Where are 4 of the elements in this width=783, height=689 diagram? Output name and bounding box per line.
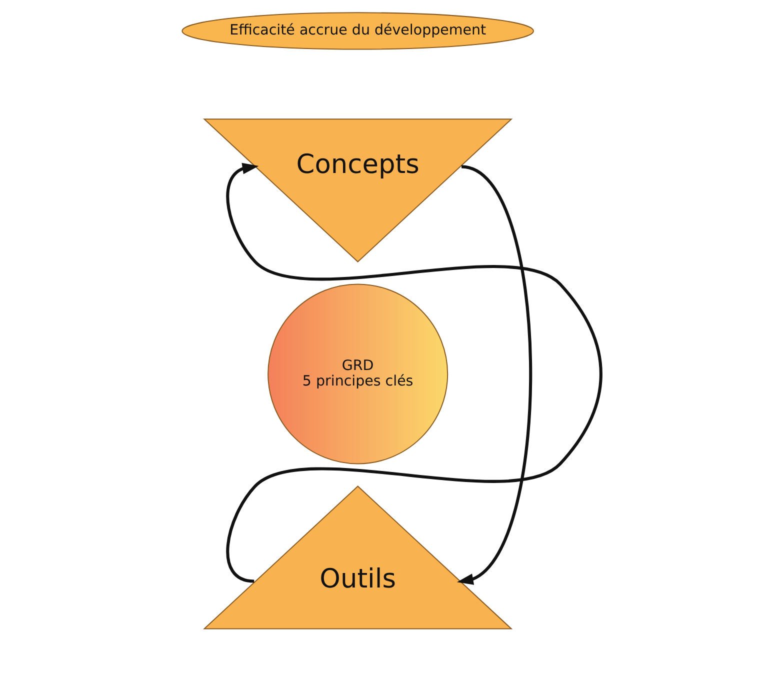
arrow: [456, 165, 532, 585]
arrow: [226, 162, 602, 583]
node-ellipse: Efficacité accrue du développement: [182, 12, 534, 50]
node-circle: GRD 5 principes clés: [268, 284, 448, 464]
